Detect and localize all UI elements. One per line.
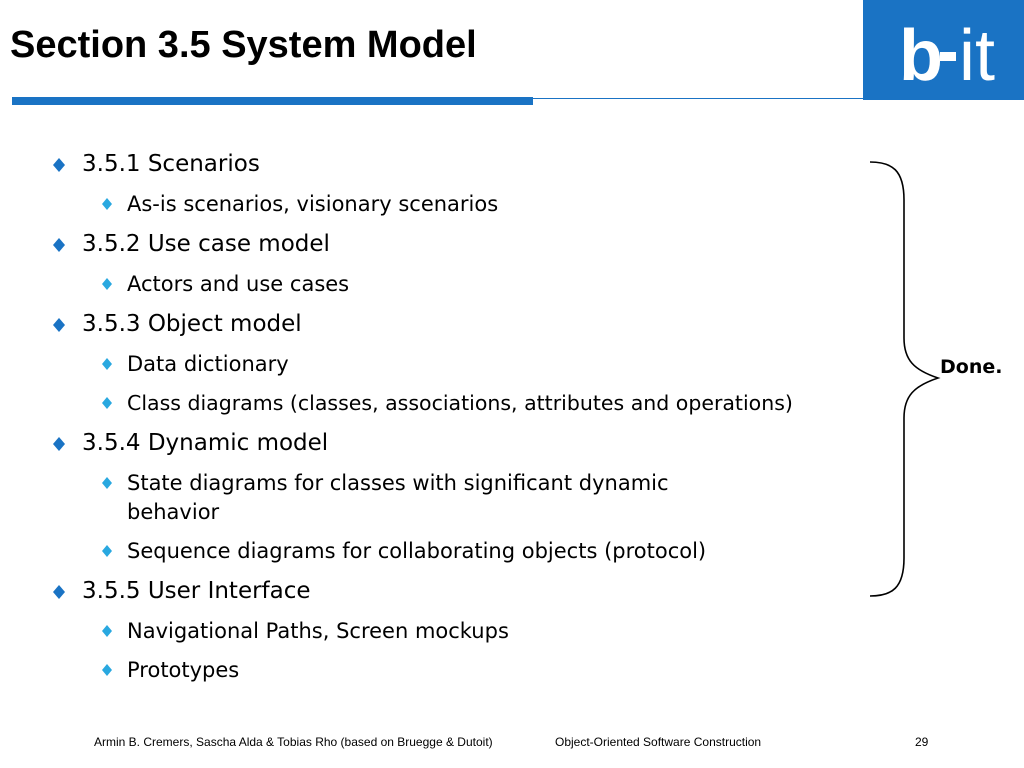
outline-subitem: Data dictionary	[127, 352, 289, 376]
diamond-subbullet-icon	[102, 198, 112, 210]
diamond-subbullet-icon	[102, 397, 112, 409]
logo-letter-b: b	[899, 16, 943, 96]
logo-letters-it: it	[959, 16, 995, 96]
diamond-subbullet-icon	[102, 664, 112, 676]
outline-item-use-case-model: 3.5.2 Use case model	[82, 231, 330, 257]
outline-item-object-model: 3.5.3 Object model	[82, 311, 302, 337]
outline-item-dynamic-model: 3.5.4 Dynamic model	[82, 430, 329, 456]
done-label: Done.	[940, 356, 1003, 378]
slide-title: Section 3.5 System Model	[10, 24, 477, 66]
outline-item-scenarios: 3.5.1 Scenarios	[82, 151, 260, 177]
outline-subitem: Sequence diagrams for collaborating obje…	[127, 539, 707, 563]
diamond-bullet-icon	[53, 238, 65, 252]
diamond-bullet-icon	[53, 585, 65, 599]
footer-authors: Armin B. Cremers, Sascha Alda & Tobias R…	[94, 735, 493, 749]
diamond-bullet-icon	[53, 158, 65, 172]
diamond-subbullet-icon	[102, 545, 112, 557]
outline-list: 3.5.1 Scenarios As-is scenarios, visiona…	[53, 151, 793, 682]
diamond-subbullet-icon	[102, 278, 112, 290]
title-underline-thin	[533, 98, 863, 99]
outline-item-user-interface: 3.5.5 User Interface	[82, 578, 311, 604]
outline-subitem: As-is scenarios, visionary scenarios	[127, 192, 499, 216]
footer-page-number: 29	[915, 735, 929, 749]
diamond-bullet-icon	[53, 437, 65, 451]
footer-course: Object-Oriented Software Construction	[555, 735, 762, 749]
diamond-subbullet-icon	[102, 358, 112, 370]
right-curly-brace-icon	[869, 161, 941, 597]
b-it-logo-icon: b it	[899, 16, 995, 96]
outline-subitem: Class diagrams (classes, associations, a…	[127, 391, 793, 415]
logo-hyphen	[940, 52, 956, 61]
b-it-logo: b it	[863, 0, 1024, 100]
diamond-subbullet-icon	[102, 625, 112, 637]
title-underline-thick	[12, 97, 533, 105]
diamond-bullet-icon	[53, 318, 65, 332]
diamond-subbullet-icon	[102, 477, 112, 489]
outline-subitem: State diagrams for classes with signific…	[127, 471, 669, 524]
outline-subitem: Navigational Paths, Screen mockups	[127, 619, 509, 643]
outline-subitem: Actors and use cases	[127, 272, 350, 296]
outline-subitem: Prototypes	[127, 658, 240, 682]
